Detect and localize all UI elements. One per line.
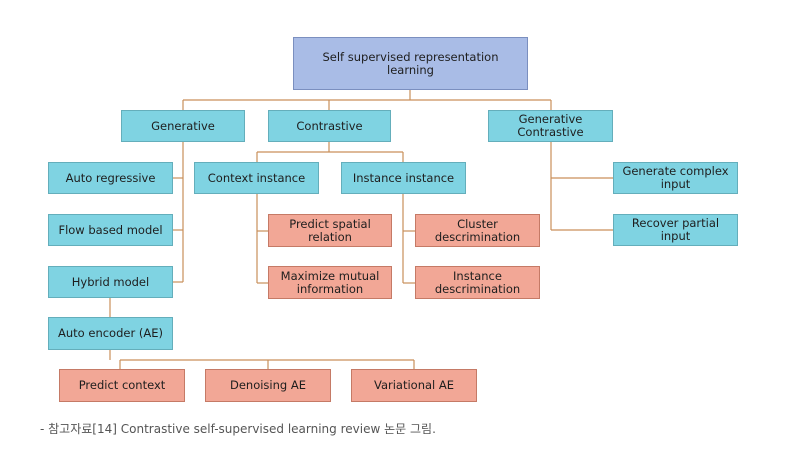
generative-contrastive-node: Generative Contrastive [488,110,613,142]
auto-encoder-node: Auto encoder (AE) [48,317,173,350]
variational-ae-node: Variational AE [351,369,477,402]
instance-discrimination-node: Instance descrimination [415,266,540,299]
predict-context-node: Predict context [59,369,185,402]
denoising-ae-node: Denoising AE [205,369,331,402]
predict-spatial-relation-node: Predict spatial relation [268,214,392,247]
auto-regressive-node: Auto regressive [48,162,173,194]
flow-based-model-node: Flow based model [48,214,173,246]
figure-caption: - 참고자료[14] Contrastive self-supervised l… [40,422,436,436]
context-instance-node: Context instance [194,162,319,194]
generative-node: Generative [121,110,245,142]
contrastive-node: Contrastive [268,110,391,142]
hybrid-model-node: Hybrid model [48,266,173,298]
recover-partial-input-node: Recover partial input [613,214,738,246]
maximize-mutual-information-node: Maximize mutual information [268,266,392,299]
instance-instance-node: Instance instance [341,162,466,194]
generate-complex-input-node: Generate complex input [613,162,738,194]
cluster-discrimination-node: Cluster descrimination [415,214,540,247]
root-node: Self supervised representation learning [293,37,528,90]
